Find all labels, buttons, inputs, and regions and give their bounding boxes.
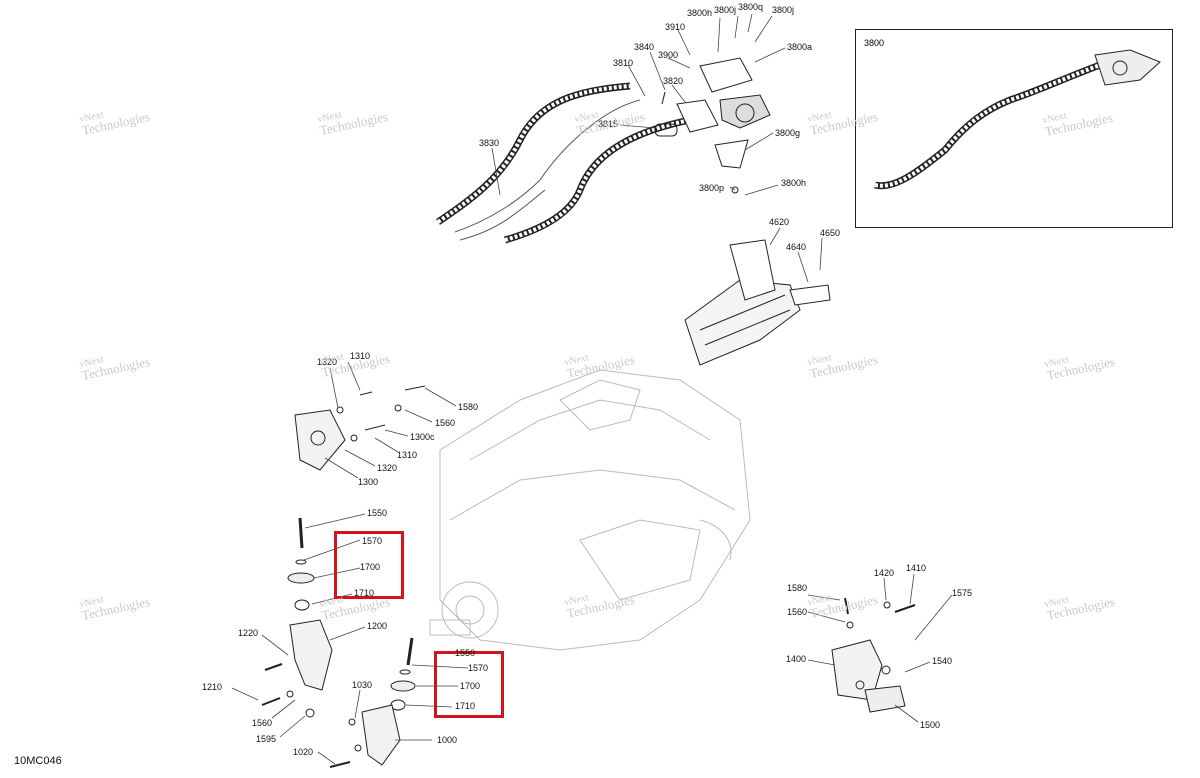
part-label: 1575 bbox=[952, 588, 973, 598]
inset-label: 3800 bbox=[864, 38, 885, 48]
part-label: 3800a bbox=[787, 42, 813, 52]
part-label: 3830 bbox=[479, 138, 500, 148]
part-label: 1320 bbox=[317, 357, 338, 367]
part-label: 4620 bbox=[769, 217, 790, 227]
mount-1400-1500-drawing bbox=[831, 597, 916, 713]
part-label: 3820 bbox=[663, 76, 684, 86]
part-label: 1410 bbox=[906, 563, 927, 573]
part-label: 1310 bbox=[397, 450, 418, 460]
part-label: 3800q bbox=[738, 2, 764, 12]
part-label: 1550 bbox=[455, 648, 476, 658]
part-label: 1710 bbox=[354, 588, 375, 598]
part-label: 4650 bbox=[820, 228, 841, 238]
inset-frame: 3800 bbox=[855, 29, 1173, 228]
part-label: 1500 bbox=[920, 720, 941, 730]
part-label: 1310 bbox=[350, 351, 371, 361]
part-label: 1595 bbox=[256, 734, 277, 744]
part-label: 3800h bbox=[781, 178, 807, 188]
part-label: 1420 bbox=[874, 568, 895, 578]
part-label: 3800h bbox=[687, 8, 713, 18]
part-label: 1570 bbox=[362, 536, 383, 546]
part-label: 1700 bbox=[360, 562, 381, 572]
part-label: 1560 bbox=[435, 418, 456, 428]
part-label: 1550 bbox=[367, 508, 388, 518]
part-label: 3910 bbox=[665, 22, 686, 32]
highlight-box-left bbox=[334, 531, 404, 599]
highlight-box-right bbox=[434, 651, 504, 718]
part-label: 1560 bbox=[252, 718, 273, 728]
part-label: 1000 bbox=[437, 735, 458, 745]
mount-1200-1000-drawing bbox=[261, 517, 416, 768]
part-label: 1300 bbox=[358, 477, 379, 487]
throttle-module-drawing bbox=[684, 239, 831, 366]
part-label: 1560 bbox=[787, 607, 808, 617]
part-label: 3840 bbox=[634, 42, 655, 52]
part-label: 1200 bbox=[367, 621, 388, 631]
part-label: 1220 bbox=[238, 628, 259, 638]
part-label: 1300c bbox=[410, 432, 435, 442]
part-label: 1580 bbox=[787, 583, 808, 593]
part-label: 3800p bbox=[699, 183, 725, 193]
part-label: 3810 bbox=[613, 58, 634, 68]
part-label: 1320 bbox=[377, 463, 398, 473]
leader-lines bbox=[231, 13, 953, 765]
part-label: 1700 bbox=[460, 681, 481, 691]
part-label: 3800j bbox=[714, 5, 737, 15]
part-label: 3800j bbox=[772, 5, 795, 15]
part-label: 1580 bbox=[458, 402, 479, 412]
engine-block-drawing bbox=[429, 369, 751, 651]
part-label: 1710 bbox=[455, 701, 476, 711]
part-label: 1400 bbox=[786, 654, 807, 664]
part-label: 1570 bbox=[468, 663, 489, 673]
part-label: 3900 bbox=[658, 50, 679, 60]
drawing-number: 10MC046 bbox=[14, 755, 62, 767]
part-label: 1030 bbox=[352, 680, 373, 690]
part-label: 1540 bbox=[932, 656, 953, 666]
part-label: 3800g bbox=[775, 128, 801, 138]
part-label: 1210 bbox=[202, 682, 223, 692]
part-label: 3815 bbox=[598, 119, 619, 129]
part-label: 1020 bbox=[293, 747, 314, 757]
inset-harness-drawing bbox=[874, 49, 1161, 190]
mount-1300-drawing bbox=[294, 385, 426, 471]
wiring-harness-drawing bbox=[436, 57, 771, 244]
part-label: 4640 bbox=[786, 242, 807, 252]
